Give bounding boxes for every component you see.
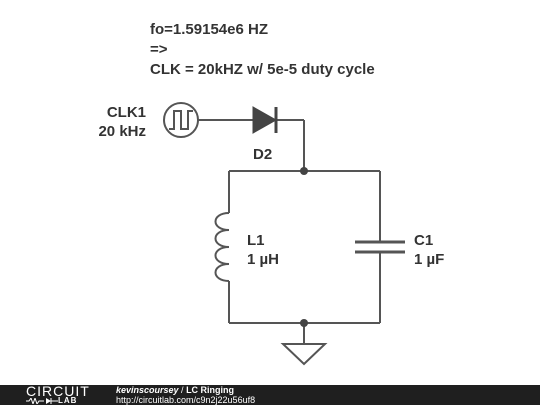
credit-separator: /	[178, 385, 187, 395]
note-line-1: fo=1.59154e6 HZ	[150, 21, 268, 38]
inductor-name-label: L1	[247, 232, 265, 249]
clk-value-label: 20 kHz	[98, 123, 146, 140]
note-line-2: =>	[150, 41, 168, 58]
capacitor-value-label: 1 µF	[414, 251, 445, 268]
footer-credits: kevinscoursey / LC Ringing http://circui…	[116, 386, 255, 405]
circuit-title-link[interactable]: LC Ringing	[186, 385, 235, 395]
diode-name-label: D2	[253, 146, 273, 163]
ground-symbol[interactable]	[280, 343, 328, 366]
schematic-drawing	[163, 102, 405, 366]
junction-node-top	[300, 167, 308, 175]
clk-name-label: CLK1	[106, 104, 146, 121]
capacitor-symbol[interactable]	[355, 240, 405, 254]
circuit-url-link[interactable]: http://circuitlab.com/c9n2j22u56uf8	[116, 395, 256, 405]
junction-node-bottom	[300, 319, 308, 327]
logo-text-circuit: CIRCUIT	[26, 383, 90, 399]
footer-bar: CIRCUIT LAB kevinscoursey / LC Ringing h…	[0, 384, 540, 405]
diode-symbol[interactable]	[252, 106, 278, 134]
logo-text-lab: LAB	[58, 396, 78, 405]
circuitlab-logo[interactable]: CIRCUIT LAB	[6, 384, 114, 405]
logo-wave-icon	[26, 398, 58, 404]
capacitor-name-label: C1	[414, 232, 434, 249]
note-line-3: CLK = 20kHZ w/ 5e-5 duty cycle	[150, 61, 375, 78]
clock-source-symbol[interactable]	[163, 102, 199, 138]
inductor-value-label: 1 µH	[247, 251, 279, 268]
author-link[interactable]: kevinscoursey	[116, 385, 179, 395]
inductor-symbol[interactable]	[214, 212, 230, 282]
